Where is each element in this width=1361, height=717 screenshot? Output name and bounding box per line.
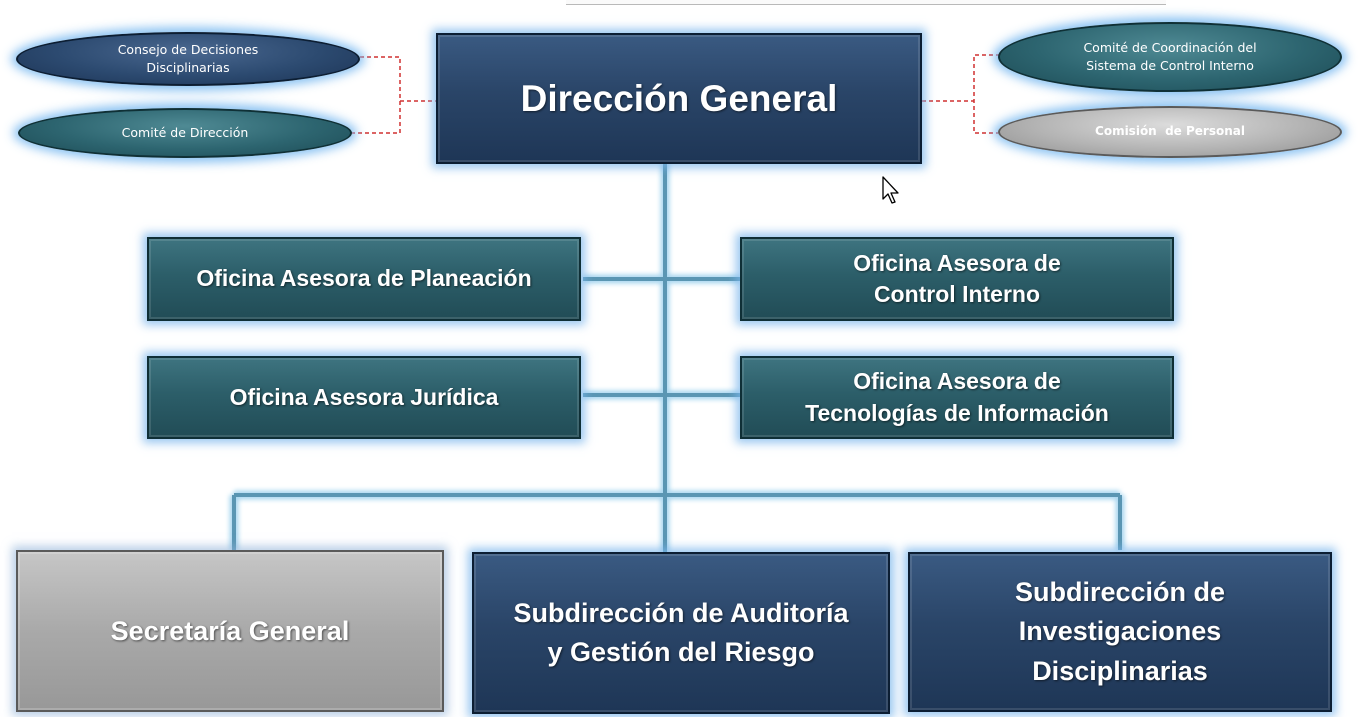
secretaria-general-box: Secretaría General [16,550,444,712]
comision-personal-label: Comisión de Personal [1095,124,1245,139]
subdireccion-auditoria-line1: Subdirección de Auditoría [513,597,849,628]
comision-personal-oval: Comisión de Personal [998,106,1342,158]
connector-solid [232,163,1122,552]
oficina-tecnologias-line1: Oficina Asesora de [853,368,1061,395]
mouse-pointer-icon [882,176,899,204]
oficina-planeacion-box: Oficina Asesora de Planeación [147,237,581,321]
oficina-control-line1: Oficina Asesora de [853,249,1061,276]
comite-coordinacion-line1: Comité de Coordinación del [1083,39,1257,55]
consejo-decisiones-oval: Consejo de Decisiones Disciplinarias [16,32,360,86]
consejo-label-line1: Consejo de Decisiones [117,41,259,57]
comite-direccion-label: Comité de Dirección [121,124,249,140]
subdireccion-investigaciones-box: Subdirección de Investigaciones Discipli… [908,552,1332,712]
oficina-juridica-label: Oficina Asesora Jurídica [229,383,499,410]
dashed-links [352,54,1000,134]
comite-direccion-oval: Comité de Dirección [18,108,352,158]
subdireccion-investigaciones-line2: Investigaciones [1018,616,1222,647]
oficina-juridica-box: Oficina Asesora Jurídica [147,356,581,439]
consejo-label-line2: Disciplinarias [146,60,230,75]
subdireccion-auditoria-line2: y Gestión del Riesgo [547,637,815,667]
subdireccion-investigaciones-line3: Disciplinarias [1032,655,1208,686]
direccion-general-label: Dirección General [520,77,838,119]
oficina-tecnologias-line2: Tecnologías de Información [805,399,1109,426]
comite-coordinacion-line2: Sistema de Control Interno [1086,58,1254,73]
direccion-general-box: Dirección General [436,33,922,164]
oficina-tecnologias-box: Oficina Asesora de Tecnologías de Inform… [740,356,1174,439]
secretaria-general-label: Secretaría General [110,615,350,646]
oficina-control-line2: Control Interno [873,281,1041,307]
top-toolbar-edge [566,0,1166,5]
subdireccion-investigaciones-line1: Subdirección de [1014,577,1226,608]
subdireccion-auditoria-box: Subdirección de Auditoría y Gestión del … [472,552,890,714]
comite-coordinacion-oval: Comité de Coordinación del Sistema de Co… [998,22,1342,92]
oficina-planeacion-label: Oficina Asesora de Planeación [196,265,532,292]
oficina-control-interno-box: Oficina Asesora de Control Interno [740,237,1174,321]
